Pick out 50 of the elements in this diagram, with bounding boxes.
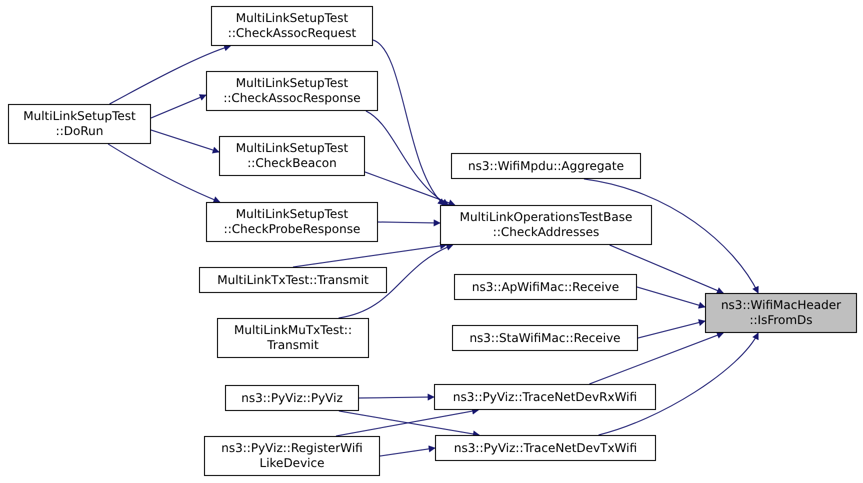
function-name: MultiLinkSetupTest ::CheckBeacon	[234, 141, 350, 171]
arrow	[378, 219, 441, 226]
function-name: ns3::PyViz::TraceNetDevRxWifi	[452, 390, 638, 404]
function-box	[451, 153, 641, 179]
arrow	[609, 244, 724, 294]
function-box	[199, 267, 387, 293]
function-name: MultiLinkSetupTest ::CheckAssocRequest	[226, 11, 358, 41]
function-name: ns3::PyViz::RegisterWifi LikeDevice	[220, 441, 364, 471]
arrow	[108, 144, 220, 203]
arrow	[598, 332, 759, 436]
arrow	[292, 242, 448, 268]
function-box	[225, 385, 359, 411]
arrow	[636, 286, 706, 309]
function-box	[204, 436, 380, 476]
arrow	[365, 110, 450, 206]
function-box	[434, 384, 656, 410]
function-name: MultiLinkTxTest::Transmit	[217, 272, 369, 288]
function-box	[8, 104, 151, 144]
function-box	[219, 136, 365, 176]
function-name: MultiLinkMuTxTest:: Transmit	[232, 323, 353, 353]
arrow	[109, 44, 232, 104]
arrow	[380, 445, 436, 456]
function-box	[705, 293, 857, 333]
function-box	[435, 435, 656, 461]
function-name: ns3::WifiMacHeader ::IsFromDs	[720, 298, 842, 328]
function-box	[452, 325, 638, 351]
arrow	[584, 178, 759, 294]
function-name: MultiLinkSetupTest ::CheckProbeResponse	[222, 207, 362, 237]
arrow	[150, 130, 220, 154]
arrow	[150, 94, 207, 118]
arrow	[638, 319, 706, 338]
arrow	[588, 332, 724, 384]
function-name: MultiLinkOperationsTestBase ::CheckAddresses	[458, 210, 634, 240]
function-box	[217, 318, 369, 358]
arrow	[364, 172, 456, 206]
function-name: ns3::StaWifiMac::Receive	[469, 330, 621, 346]
function-box	[211, 6, 373, 46]
arrow	[372, 40, 445, 206]
arrow	[358, 394, 435, 401]
function-box	[454, 274, 637, 300]
function-box	[440, 205, 652, 245]
function-name: ns3::PyViz::PyViz	[241, 390, 343, 406]
function-name: ns3::WifiMpdu::Aggregate	[468, 158, 624, 174]
function-box	[206, 202, 378, 242]
function-name: MultiLinkSetupTest ::DoRun	[22, 109, 137, 139]
arrow	[338, 244, 454, 318]
function-name: ns3::PyViz::TraceNetDevTxWifi	[454, 440, 638, 456]
function-name: MultiLinkSetupTest ::CheckAssocResponse	[222, 76, 362, 106]
function-box	[206, 71, 378, 111]
function-name: ns3::ApWifiMac::Receive	[472, 280, 620, 294]
